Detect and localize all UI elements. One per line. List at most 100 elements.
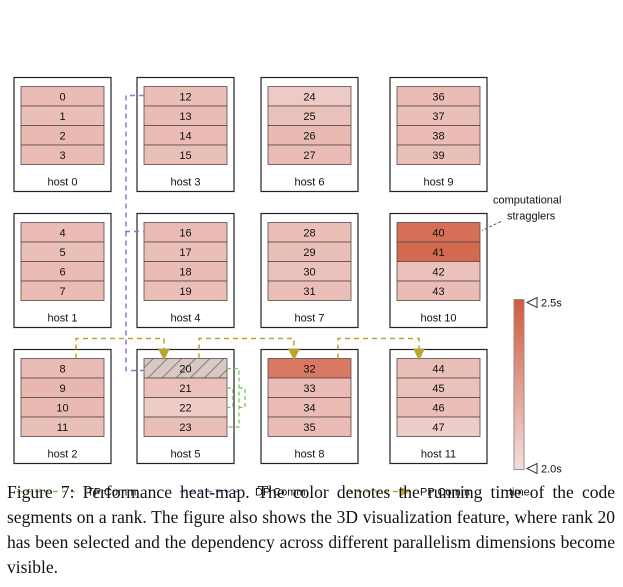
rank-label: 30: [303, 267, 315, 279]
host-box: 16 17 18 19 host 4: [136, 212, 235, 329]
rank-cell[interactable]: [396, 144, 481, 165]
rank-label: 16: [179, 228, 191, 240]
rank-label: 45: [432, 383, 444, 395]
rank-label: 22: [179, 403, 191, 415]
rank-label: 15: [179, 150, 191, 162]
rank-label: 32: [303, 364, 315, 376]
scale-max-label: 2.5s: [541, 298, 562, 310]
host-box: 8 9 10 11 host 2: [13, 348, 112, 465]
scale-min-label: 2.0s: [541, 464, 562, 476]
dp-comm-line: [125, 94, 144, 372]
pp-comm-line: [198, 337, 300, 361]
rank-label: 38: [432, 131, 444, 143]
rank-label: 11: [57, 422, 68, 434]
rank-label: 4: [59, 228, 65, 240]
rank-label: 33: [303, 383, 315, 395]
scale-title: time: [509, 487, 530, 499]
rank-cell[interactable]: [143, 280, 228, 301]
host-label: host 3: [171, 177, 201, 189]
rank-label: 47: [432, 422, 444, 434]
rank-label: 44: [432, 364, 444, 376]
rank-label: 12: [179, 92, 191, 104]
rank-label: 25: [303, 111, 315, 123]
rank-cell[interactable]: [20, 144, 105, 165]
rank-label: 20: [179, 364, 191, 376]
scale-min-marker: [525, 462, 538, 475]
tp-legend-label: TP Comm: [87, 487, 136, 499]
rank-label: 23: [179, 422, 191, 434]
rank-label: 1: [59, 111, 65, 123]
rank-label: 42: [432, 267, 444, 279]
time-color-scale: [513, 299, 525, 470]
pp-legend-label: PP Comm: [420, 487, 470, 499]
host-box: 36 37 38 39 host 9: [389, 76, 488, 193]
rank-label: 6: [59, 267, 65, 279]
rank-label: 40: [432, 228, 444, 240]
rank-label: 26: [303, 131, 315, 143]
rank-label: 2: [59, 131, 65, 143]
tp-comm-line: [227, 387, 234, 409]
host-label: host 0: [48, 177, 78, 189]
rank-label: 7: [59, 286, 65, 298]
host-label: host 10: [420, 313, 456, 325]
watermark: [462, 560, 612, 584]
rank-label: 10: [56, 403, 68, 415]
rank-label: 41: [432, 247, 444, 259]
rank-label: 27: [303, 150, 315, 162]
rank-cell[interactable]: [20, 280, 105, 301]
pp-legend-arrow: [400, 486, 410, 497]
rank-label: 19: [179, 286, 191, 298]
rank-label: 14: [179, 131, 191, 143]
rank-label: 5: [59, 247, 65, 259]
rank-label: 43: [432, 286, 444, 298]
host-label: host 9: [424, 177, 454, 189]
communication-lines: [75, 94, 425, 428]
rank-label: 8: [59, 364, 65, 376]
rank-label: 28: [303, 228, 315, 240]
host-label: host 11: [421, 449, 456, 461]
rank-label: 24: [303, 92, 315, 104]
rank-cell[interactable]: [396, 416, 481, 437]
annotation-line1: computational: [493, 195, 562, 207]
rank-cell[interactable]: [396, 280, 481, 301]
dp-legend-label: DP Comm: [255, 487, 306, 499]
rank-cell[interactable]: [143, 144, 228, 165]
rank-cell[interactable]: [267, 280, 352, 301]
rank-label: 46: [432, 403, 444, 415]
host-box: 44 45 46 47 host 11: [389, 348, 488, 465]
pp-comm-line: [337, 337, 425, 361]
scale-max-marker: [525, 296, 538, 309]
pp-comm-line: [75, 337, 170, 361]
host-label: host 7: [295, 313, 325, 325]
rank-label: 17: [179, 247, 191, 259]
host-label: host 5: [171, 449, 201, 461]
host-box: 12 13 14 15 host 3: [136, 76, 235, 193]
host-box: 24 25 26 27 host 6: [260, 76, 359, 193]
rank-label: 3: [59, 150, 65, 162]
rank-cell[interactable]: [20, 416, 105, 437]
rank-cell[interactable]: [267, 144, 352, 165]
annotation-pointer: [481, 221, 502, 231]
host-label: host 2: [48, 449, 78, 461]
rank-label: 35: [303, 422, 315, 434]
rank-label: 34: [303, 403, 315, 415]
host-label: host 4: [171, 313, 201, 325]
rank-label: 39: [432, 150, 444, 162]
rank-cell[interactable]: [143, 416, 228, 437]
host-label: host 6: [295, 177, 325, 189]
rank-label: 36: [432, 92, 444, 104]
rank-label: 18: [179, 267, 191, 279]
tp-comm-line: [239, 387, 246, 409]
host-box: 40 41 42 43 host 10: [389, 212, 488, 329]
rank-label: 13: [179, 111, 191, 123]
rank-label: 9: [59, 383, 65, 395]
rank-label: 37: [432, 111, 444, 123]
rank-cell[interactable]: [267, 416, 352, 437]
